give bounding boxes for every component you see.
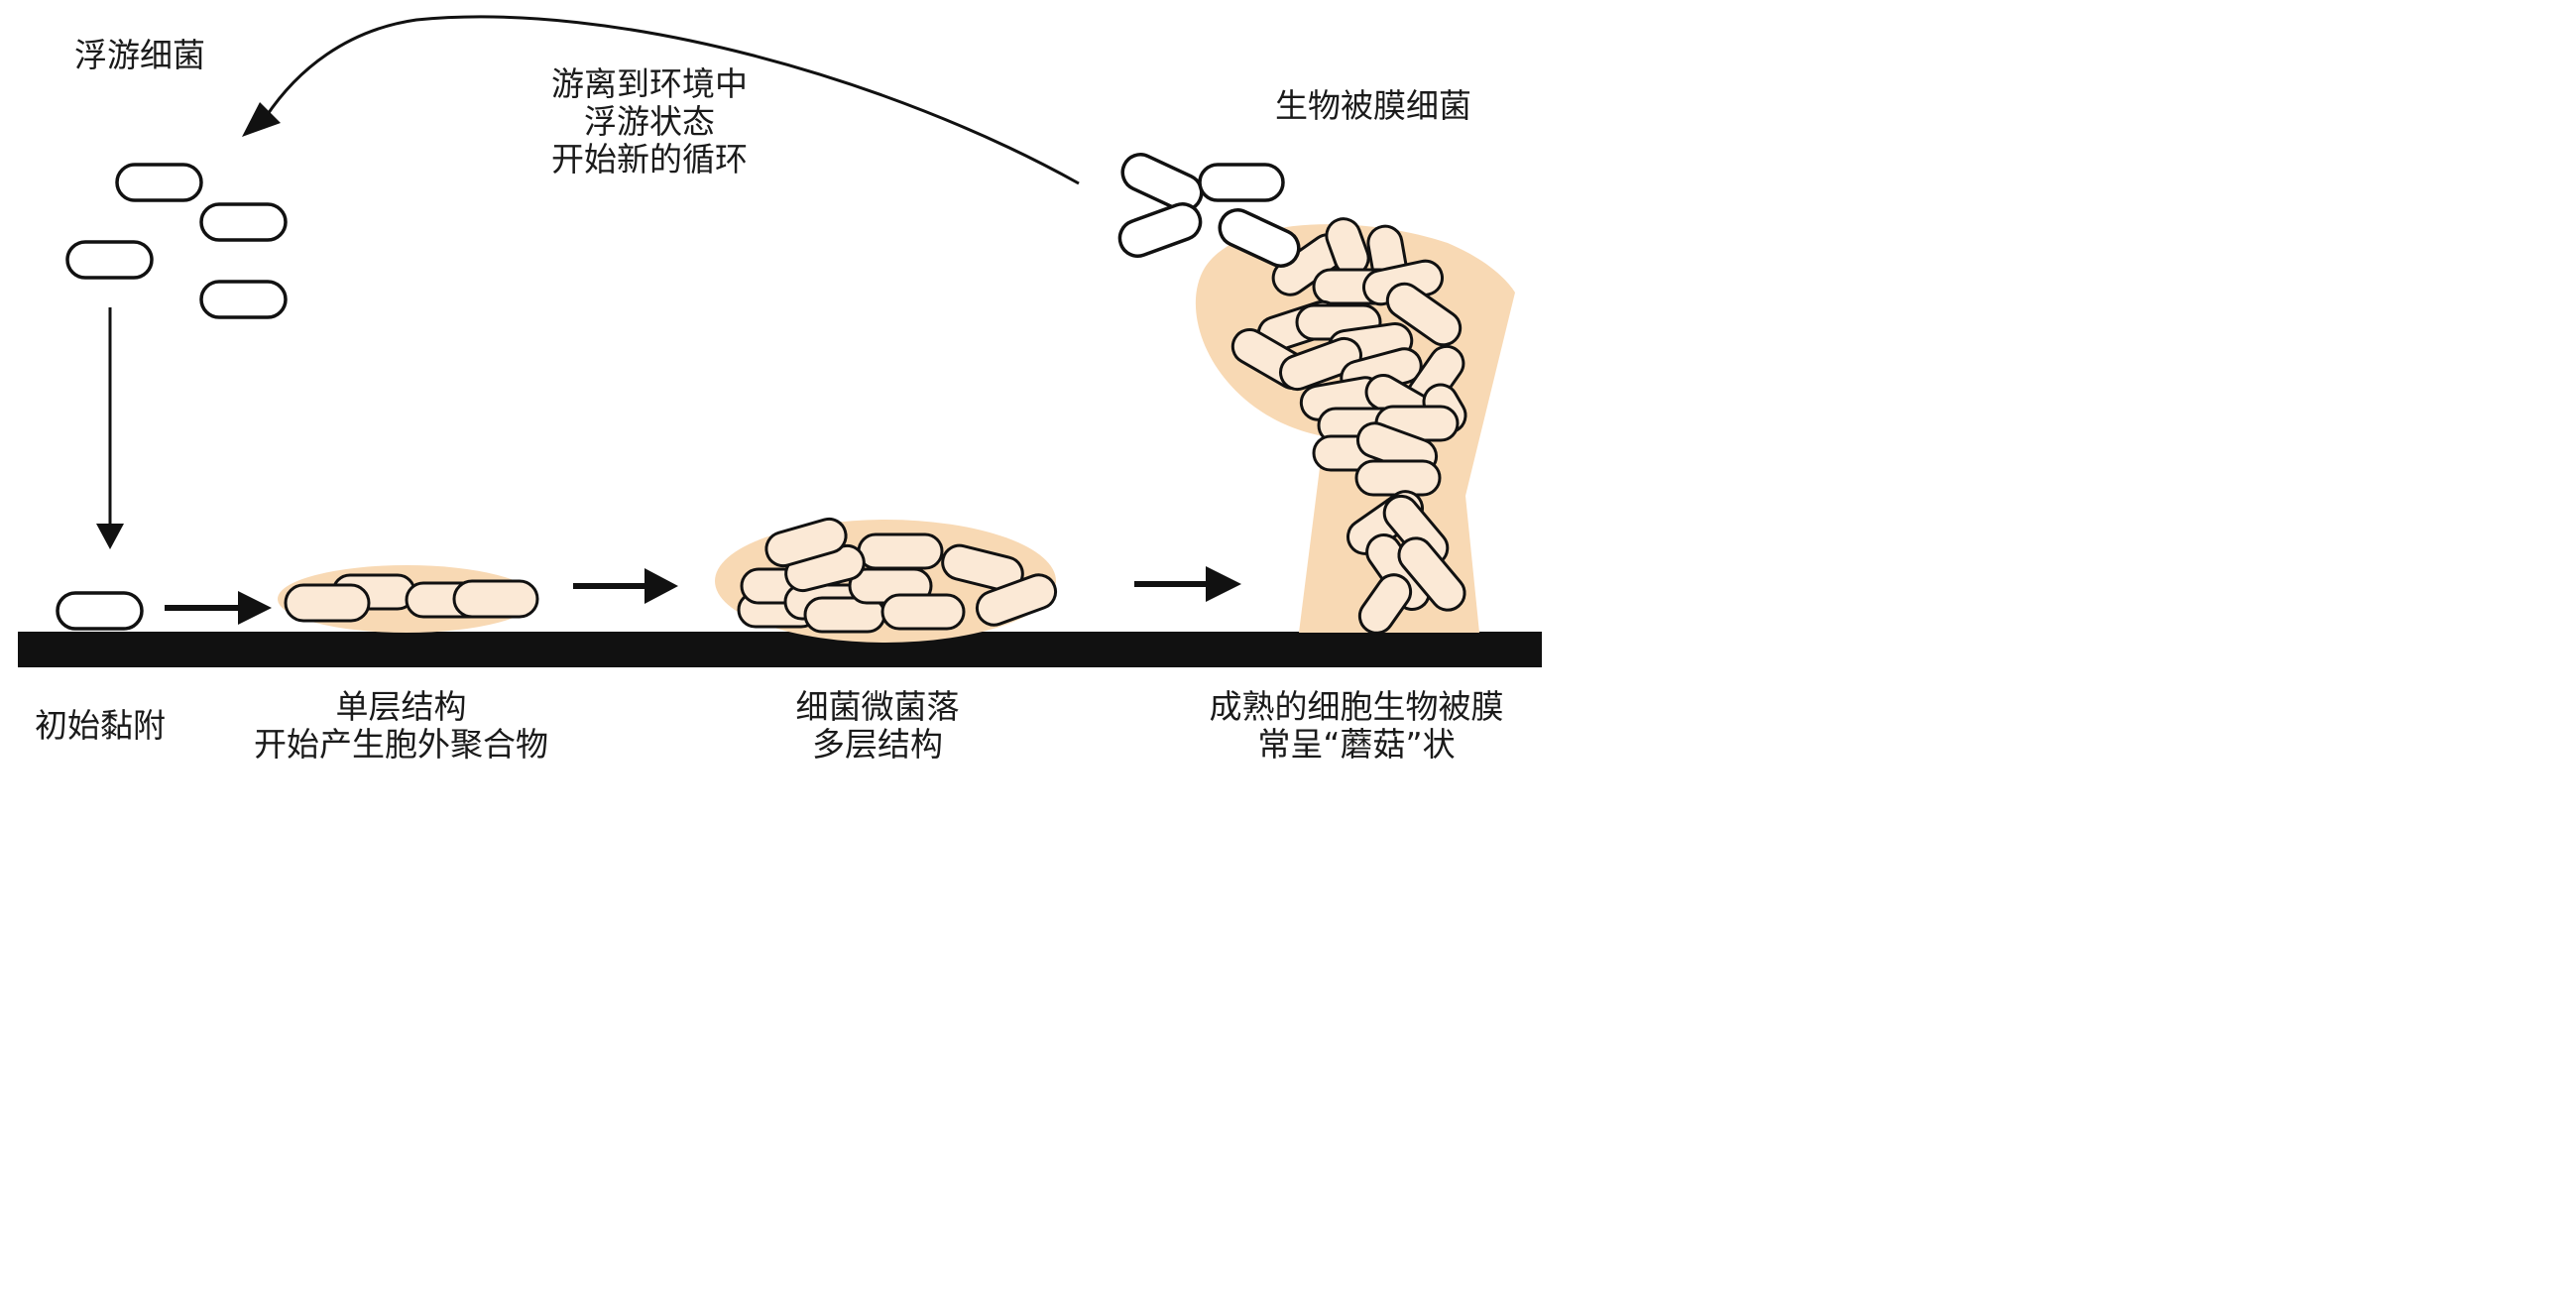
dispersing-bacteria-group xyxy=(1117,153,1301,268)
planktonic-cell xyxy=(199,280,288,319)
stage-arrow-3 xyxy=(1134,566,1241,602)
biofilm-cell xyxy=(1385,282,1463,347)
stage4-label: 成熟的细胞生物被膜 常呈“蘑菇”状 xyxy=(1209,687,1504,764)
biofilm-cell xyxy=(1279,336,1362,392)
dispersing-cell xyxy=(1117,202,1203,258)
stage-arrow-1 xyxy=(165,591,272,625)
biofilm-cell xyxy=(880,593,966,631)
dispersal-arrow xyxy=(242,15,1080,185)
biofilm-cell xyxy=(764,517,848,568)
biofilm-cell xyxy=(1397,536,1466,612)
stage1-label: 初始黏附 xyxy=(35,706,166,745)
monolayer-cluster xyxy=(278,565,539,633)
biofilm-cell xyxy=(1354,459,1442,497)
stage2-label: 单层结构 开始产生胞外聚合物 xyxy=(254,687,548,764)
dispersing-cell xyxy=(1218,208,1301,268)
biofilm-cell xyxy=(452,579,539,619)
biofilm-cell xyxy=(1357,573,1413,635)
microcolony-cluster xyxy=(715,517,1058,643)
dispersing-cell xyxy=(1198,163,1285,202)
biofilm-cell xyxy=(975,573,1058,627)
biofilm-lifecycle-diagram xyxy=(18,15,1542,667)
dispersing-cell xyxy=(1120,153,1204,212)
dispersal-label: 游离到环境中 浮游状态 开始新的循环 xyxy=(551,64,748,178)
planktonic-cell xyxy=(115,163,203,202)
attached-cell xyxy=(56,591,144,631)
planktonic-cell xyxy=(65,240,154,280)
biofilm-cell xyxy=(284,583,371,623)
biofilm-bacteria-label: 生物被膜细菌 xyxy=(1275,86,1471,125)
biofilm-cell xyxy=(857,532,944,570)
planktonic-bacteria-label: 浮游细菌 xyxy=(74,36,205,74)
biofilm-cell xyxy=(941,543,1024,593)
attachment-surface xyxy=(18,632,1542,667)
attachment-arrow xyxy=(96,307,124,549)
stage3-label: 细菌微菌落 多层结构 xyxy=(795,687,960,764)
stage-arrow-2 xyxy=(573,568,678,604)
mature-biofilm-mushroom xyxy=(1195,217,1515,635)
planktonic-bacteria-group xyxy=(65,163,288,319)
planktonic-cell xyxy=(199,202,288,242)
